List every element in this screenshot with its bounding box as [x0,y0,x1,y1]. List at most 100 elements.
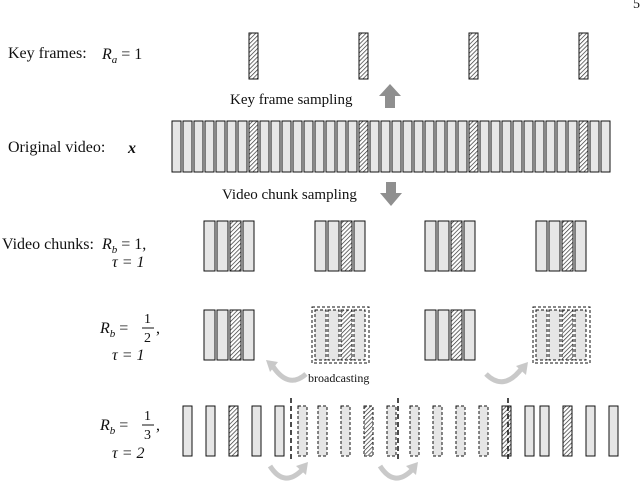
video-frame [204,120,215,173]
video-frame [567,120,578,173]
key-frame [578,32,589,80]
broadcast-chunk-box [311,306,370,364]
chunk-frame [216,309,229,361]
chunk-frame [317,405,328,457]
chunk-frame [539,405,550,457]
video-frame [347,120,358,173]
curved-arrow-icon [296,462,308,475]
video-frame [259,120,270,173]
key-frame [450,309,463,361]
chunk-frame [242,309,255,361]
video-frame [600,120,611,173]
chunk-frame [585,405,596,457]
broadcast-frame [327,309,340,361]
curved-arrow-icon [516,362,528,375]
chunk-frame [548,220,561,272]
video-chunks-label: Video chunks: [2,236,94,253]
video-frame [490,120,501,173]
chunk-frame [535,220,548,272]
video-frame [325,120,336,173]
key-frame [248,120,259,173]
curved-arrow-icon [269,363,308,383]
broadcast-frame [535,309,548,361]
key-frame [340,309,353,361]
key-frame-sampling-label: Key frame sampling [230,92,353,108]
key-frame [358,120,369,173]
key-frame [561,309,574,361]
broadcast-frame [548,309,561,361]
original-video-variable: x [127,140,136,157]
chunk-frame [608,405,619,457]
key-frame [450,220,463,272]
chunk-frame [478,405,489,457]
row3-fraction-numerator: 1 [144,409,151,424]
chunk-frame [353,220,366,272]
chunk-frame [424,309,437,361]
video-frame [501,120,512,173]
key-frame [561,220,574,272]
chunk-frame [424,220,437,272]
chunk-frame [203,309,216,361]
original-video-frames [171,120,611,173]
page-number: 5 [633,0,640,12]
video-frame [292,120,303,173]
video-frame [545,120,556,173]
video-frame [182,120,193,173]
chunk-frame [327,220,340,272]
video-frame [556,120,567,173]
key-frame [229,220,242,272]
curved-arrow-icon [267,464,304,481]
broadcast-frame [314,309,327,361]
video-frame [380,120,391,173]
chunk-frame [216,220,229,272]
video-frame [523,120,534,173]
chunk-frame [314,220,327,272]
video-frame [512,120,523,173]
row2-rb-equation: Rb = [99,320,128,340]
key-frame [228,405,239,457]
broadcast-frame [574,309,587,361]
video-frame [281,120,292,173]
video-frame [171,120,182,173]
down-arrow-icon [380,182,402,206]
video-frame [369,120,380,173]
chunk-frame [297,405,308,457]
up-arrow-icon [379,84,401,108]
key-frame [340,220,353,272]
chunk-frame [409,405,420,457]
row2-fraction-denominator: 2 [144,331,151,346]
video-frame [336,120,347,173]
chunk-frame [386,405,397,457]
curved-arrow-icon [406,462,418,475]
video-frame [424,120,435,173]
video-chunks-row-1 [203,220,587,272]
row1-rb-equation: Rb = 1, [101,236,146,256]
video-frame [215,120,226,173]
row3-fraction-denominator: 3 [144,428,151,443]
row2-fraction-numerator: 1 [144,312,151,327]
chunk-frame [574,220,587,272]
video-chunks-row-3 [182,398,619,462]
curved-arrow-icon [484,366,524,385]
video-frame [457,120,468,173]
row3-comma: , [156,417,160,434]
chunk-frame [242,220,255,272]
chunk-frame [463,220,476,272]
video-frame [303,120,314,173]
key-frame [358,32,369,80]
key-frame [562,405,573,457]
chunk-frame [432,405,443,457]
video-frame [479,120,490,173]
video-frame [413,120,424,173]
row3-tau-equation: τ = 2 [112,445,145,462]
chunk-frame [182,405,193,457]
chunk-frame [203,220,216,272]
key-frame [363,405,374,457]
video-frame [589,120,600,173]
key-frame [578,120,589,173]
video-chunks-row-2 [203,306,591,364]
curved-arrow-icon [377,464,414,481]
key-frame [501,405,512,457]
curved-arrow-icon [266,360,278,372]
